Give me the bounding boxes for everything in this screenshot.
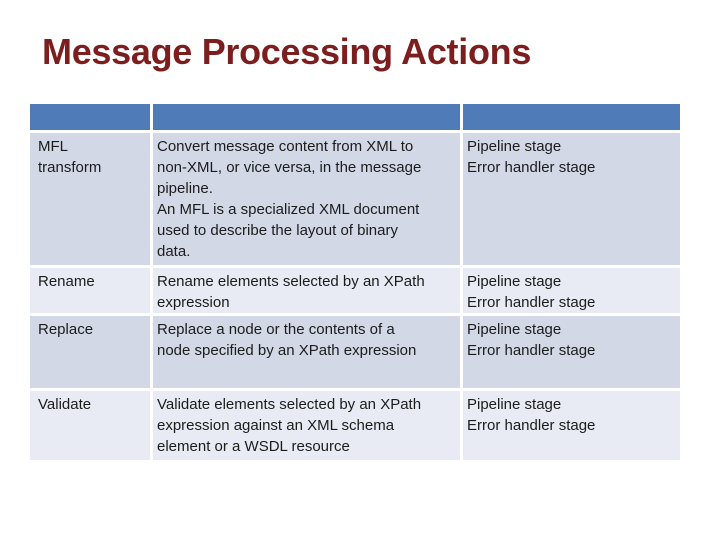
text-line: Convert message content from XML to [157, 138, 414, 155]
description-cell: Rename elements selected by an XPath expr… [153, 268, 460, 313]
text-line: Validate elements selected by an XPath [157, 396, 422, 413]
text-line: Pipeline stage [467, 138, 562, 155]
text-line: MFL [38, 138, 68, 155]
text-line: expression [157, 294, 230, 311]
text-line: Pipeline stage [467, 273, 562, 290]
text-line: Error handler stage [467, 417, 596, 434]
text-line: Rename elements selected by an XPath [157, 273, 425, 290]
text-line: transform [38, 159, 102, 176]
action-cell: Validate [30, 391, 150, 460]
text-line: expression against an XML schema [157, 417, 395, 434]
text-line: Error handler stage [467, 342, 596, 359]
description-cell: Replace a node or the contents of a node … [153, 316, 460, 388]
table-header-cell-description [153, 104, 460, 130]
table-header-cell-action [30, 104, 150, 130]
table-header-cell-stages [463, 104, 680, 130]
text-line: non-XML, or vice versa, in the message [157, 159, 422, 176]
action-cell: MFL transform [30, 133, 150, 265]
description-cell: Validate elements selected by an XPath ex… [153, 391, 460, 460]
text-line: pipeline. [157, 180, 213, 197]
text-line: Error handler stage [467, 159, 596, 176]
text-line: Replace [38, 321, 94, 338]
text-line: Error handler stage [467, 294, 596, 311]
actions-table: MFL transform Convert message content fro… [30, 104, 680, 460]
text-line: Replace a node or the contents of a [157, 321, 395, 338]
text-line: Rename [38, 273, 95, 290]
text-line: Pipeline stage [467, 396, 562, 413]
action-cell: Rename [30, 268, 150, 313]
text-line: used to describe the layout of binary [157, 222, 398, 239]
action-cell: Replace [30, 316, 150, 388]
text-line: element or a WSDL resource [157, 438, 350, 455]
description-cell: Convert message content from XML to non-X… [153, 133, 460, 265]
text-line: node specified by an XPath expression [157, 342, 417, 359]
page-title: Message Processing Actions [42, 31, 532, 72]
text-line: Pipeline stage [467, 321, 562, 338]
text-line: Validate [38, 396, 92, 413]
text-line: An MFL is a specialized XML document [157, 201, 420, 218]
text-line: data. [157, 243, 191, 260]
